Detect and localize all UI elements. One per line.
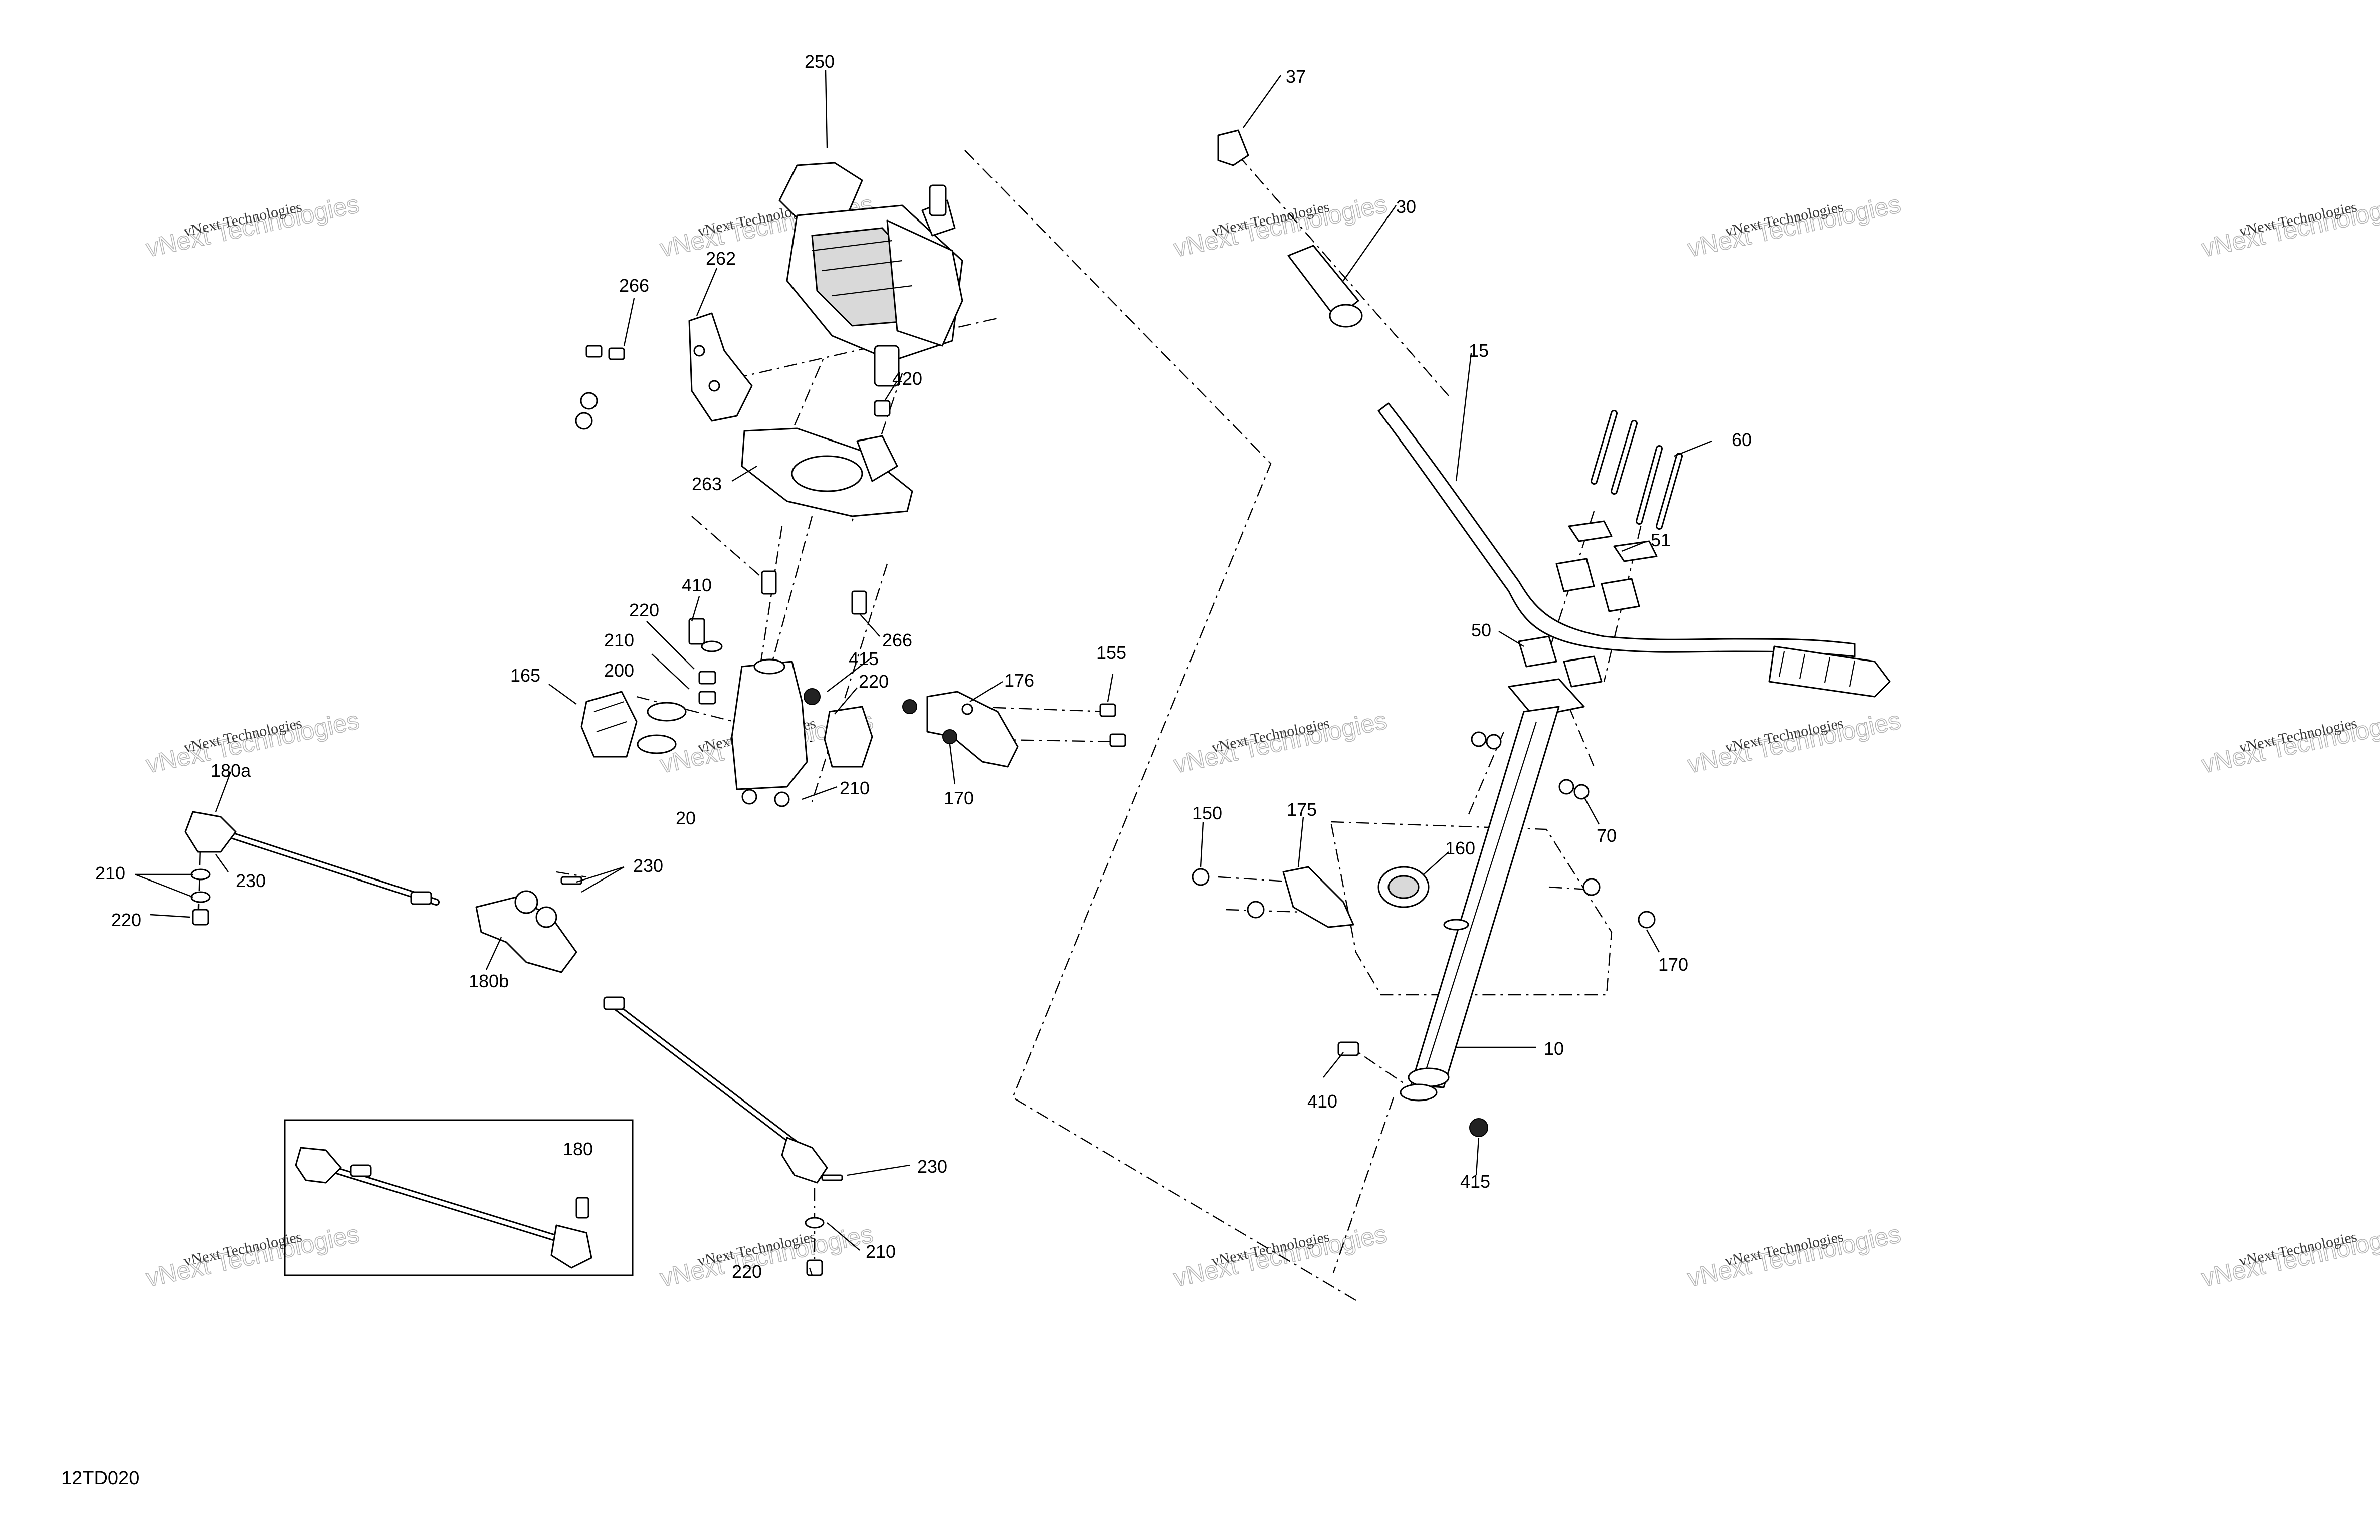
- callout-230-right: 230: [917, 1156, 947, 1177]
- callout-410: 410: [682, 575, 712, 595]
- steering-column-10: [1400, 678, 1585, 1102]
- callout-230-left: 230: [236, 870, 266, 891]
- callout-180b: 180b: [469, 971, 509, 991]
- hardware-column-lower: [1337, 878, 1656, 1137]
- callout-263: 263: [692, 474, 722, 494]
- callout-155: 155: [1096, 642, 1126, 663]
- watermark-outline-text: vNext Technologies: [144, 706, 362, 779]
- callout-170: 170: [944, 788, 974, 808]
- callout-50: 50: [1471, 620, 1491, 640]
- grip-end-37: [1217, 129, 1249, 166]
- callout-250: 250: [805, 51, 835, 72]
- diagram-reference-code: 12TD020: [61, 1468, 139, 1489]
- callout-37: 37: [1286, 66, 1306, 87]
- callout-180: 180: [563, 1139, 593, 1159]
- bushing-220: [804, 688, 873, 768]
- clamps-51-50: [1518, 520, 1658, 688]
- watermark-outline-text: vNext Technologies: [1685, 706, 1903, 779]
- callout-220-bottom: 220: [732, 1261, 762, 1282]
- power-steering-unit: [778, 162, 963, 387]
- callout-230-center: 230: [633, 855, 663, 876]
- watermark-outline-text: vNext Technologies: [144, 1220, 362, 1292]
- callout-415: 415: [849, 648, 879, 669]
- grip-30: [1287, 245, 1363, 328]
- watermark-outline-text: vNext Technologies: [1171, 706, 1390, 779]
- watermark-outline-text: vNext Technologies: [658, 1220, 876, 1292]
- callout-415-right: 415: [1460, 1171, 1490, 1192]
- callout-210: 210: [604, 630, 634, 650]
- callout-labels: 250 262 266 263 420 266 410 220 210 165 …: [95, 51, 1752, 1282]
- callout-200: 200: [604, 660, 634, 681]
- callout-210-left: 210: [95, 863, 125, 884]
- callout-70: 70: [1597, 825, 1617, 846]
- handlebar-15: [1377, 402, 1891, 698]
- callout-410-right: 410: [1307, 1091, 1337, 1112]
- callout-15: 15: [1469, 340, 1489, 361]
- bracket-175: [1192, 866, 1354, 928]
- callout-220-right: 220: [859, 671, 889, 692]
- watermark-outline-text: vNext Technologies: [144, 190, 362, 263]
- small-hardware-lower: [688, 618, 723, 705]
- callout-180a: 180a: [211, 760, 251, 781]
- bracket-176: [902, 691, 1126, 768]
- o-rings-200: [637, 702, 687, 754]
- leader-lines: [135, 70, 1712, 1276]
- mounting-plate-263: [741, 427, 913, 517]
- callout-30: 30: [1396, 196, 1416, 217]
- callout-420: 420: [892, 368, 922, 389]
- bearing-housing-165: [580, 691, 638, 758]
- tie-rod-180a: [184, 811, 440, 926]
- mounting-bracket-262: [688, 312, 753, 422]
- bushing-160: [1377, 866, 1430, 908]
- inset-tie-rod-180: [284, 1119, 634, 1276]
- bolts-upper: [575, 345, 891, 615]
- watermark-outline-text: vNext Technologies: [1171, 190, 1390, 263]
- callout-165: 165: [510, 665, 540, 686]
- callout-150: 150: [1192, 803, 1222, 823]
- pitman-arm-20: [731, 658, 808, 807]
- callout-266-lower: 266: [882, 630, 912, 650]
- callout-160: 160: [1445, 838, 1475, 858]
- watermark-outline-text: vNext Technologies: [1685, 190, 1903, 263]
- callout-51: 51: [1651, 530, 1671, 550]
- center-link-180b: [475, 876, 582, 973]
- callout-60: 60: [1732, 429, 1752, 450]
- callout-220: 220: [629, 600, 659, 620]
- bolts-60: [1591, 410, 1683, 530]
- callout-266: 266: [619, 275, 649, 296]
- callout-210-lower: 210: [840, 778, 870, 798]
- callout-10: 10: [1544, 1038, 1564, 1059]
- callout-262: 262: [706, 248, 736, 269]
- callout-170-right: 170: [1658, 954, 1688, 975]
- callout-210-right: 210: [866, 1241, 896, 1262]
- callout-220-left: 220: [111, 910, 141, 930]
- tie-rod-180b: [603, 996, 843, 1276]
- callout-176: 176: [1004, 670, 1034, 691]
- callout-175: 175: [1287, 799, 1317, 820]
- callout-20: 20: [676, 808, 696, 828]
- watermark-outline-text: vNext Technologies: [1685, 1220, 1903, 1292]
- nuts-70: [1471, 731, 1590, 800]
